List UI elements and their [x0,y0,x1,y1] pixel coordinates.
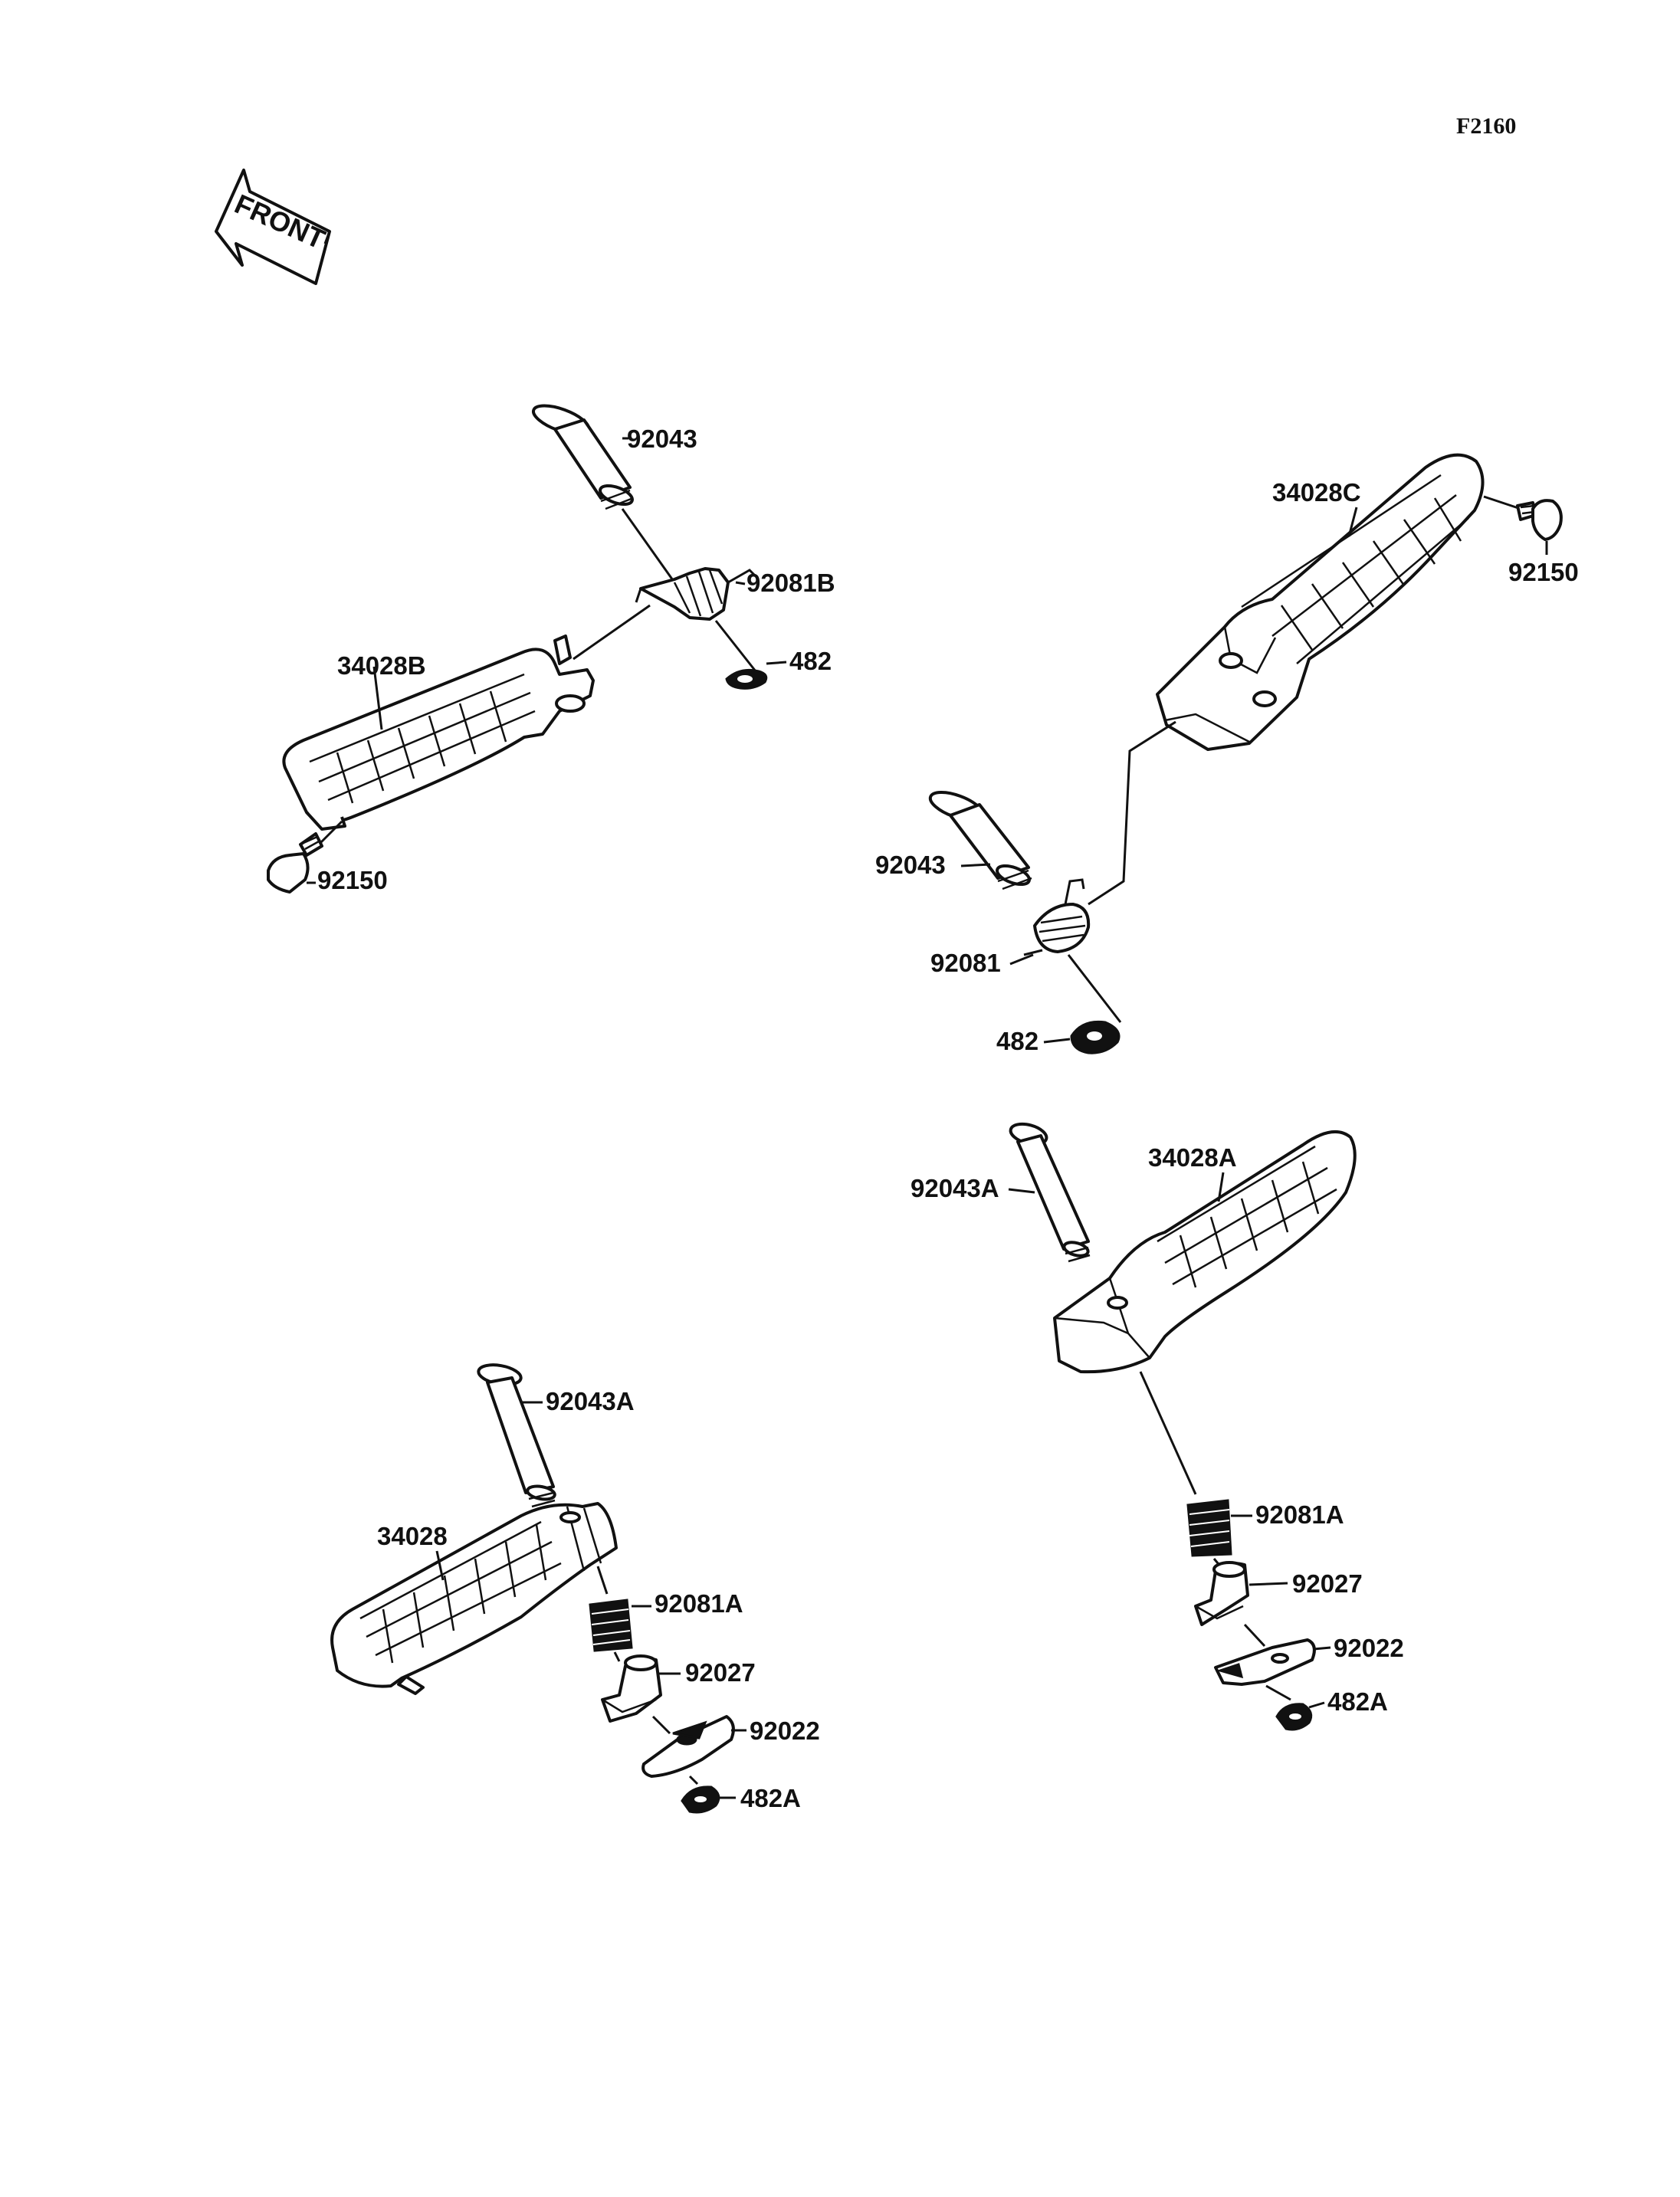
label-spring-92081: 92081 [930,949,1001,977]
pin-92043a-d [477,1363,556,1508]
label-bolt-92150-b: 92150 [317,866,388,894]
circlip-482a-d [681,1785,720,1814]
spring-92081 [1023,878,1091,956]
plate-92022-d [641,1715,735,1778]
pin-92043a-a [1009,1122,1091,1263]
front-arrow-icon: FRONT [215,169,331,285]
label-footpeg-34028a: 34028A [1148,1143,1237,1172]
label-plate-92022-a: 92022 [1334,1634,1404,1662]
footpeg-34028 [330,1502,618,1695]
spring-92081a-d [589,1599,633,1652]
footpeg-assembly-c: 34028C 92150 92043 92081 482 [875,453,1579,1055]
bolt-92150-b [267,832,323,894]
label-bolt-92150-c: 92150 [1508,558,1579,586]
bolt-92150-c [1516,499,1563,541]
footpeg-34028a [1053,1130,1357,1374]
plate-92022-a [1214,1638,1316,1686]
label-pin-92043-c: 92043 [875,851,946,879]
label-spring-92081a-a: 92081A [1255,1500,1344,1529]
label-collar-92027-a: 92027 [1292,1569,1363,1598]
footpeg-34028c [1156,453,1485,751]
circlip-482a-a [1275,1703,1313,1731]
pin-92043-c [928,790,1032,890]
label-plate-92022-d: 92022 [750,1717,820,1745]
label-circlip-482a-a: 482A [1327,1687,1388,1716]
circlip-482-c [1070,1020,1121,1054]
label-pin-92043a-d: 92043A [546,1387,635,1415]
label-circlip-482a-d: 482A [740,1784,801,1812]
label-footpeg-34028c: 34028C [1272,478,1361,507]
label-collar-92027-d: 92027 [685,1658,756,1687]
footpeg-assembly-b: 92043 92081B 482 34028B 92150 [267,404,835,894]
label-pin-92043-b: 92043 [627,425,697,453]
label-circlip-482-c: 482 [996,1027,1039,1055]
spring-92081a-a [1186,1499,1232,1557]
pin-92043-b [531,404,634,510]
label-footpeg-34028: 34028 [377,1522,448,1550]
label-spring-92081b: 92081B [746,569,835,597]
footpeg-34028b [282,635,595,831]
label-spring-92081a-d: 92081A [655,1589,743,1618]
circlip-482-b [725,668,768,690]
footpeg-assembly-a: 92043A 34028A 92081A 92027 92022 482A [911,1122,1404,1731]
label-circlip-482-b: 482 [789,647,832,675]
spring-92081b [635,567,757,621]
label-pin-92043a-a: 92043A [911,1174,999,1202]
label-footpeg-34028b: 34028B [337,651,426,680]
collar-92027-d [601,1654,662,1723]
collar-92027-a [1194,1561,1249,1626]
diagram-code: F2160 [1456,113,1516,139]
footpeg-assembly-d: 92043A 34028 92081A 92027 92022 482A [330,1363,820,1814]
